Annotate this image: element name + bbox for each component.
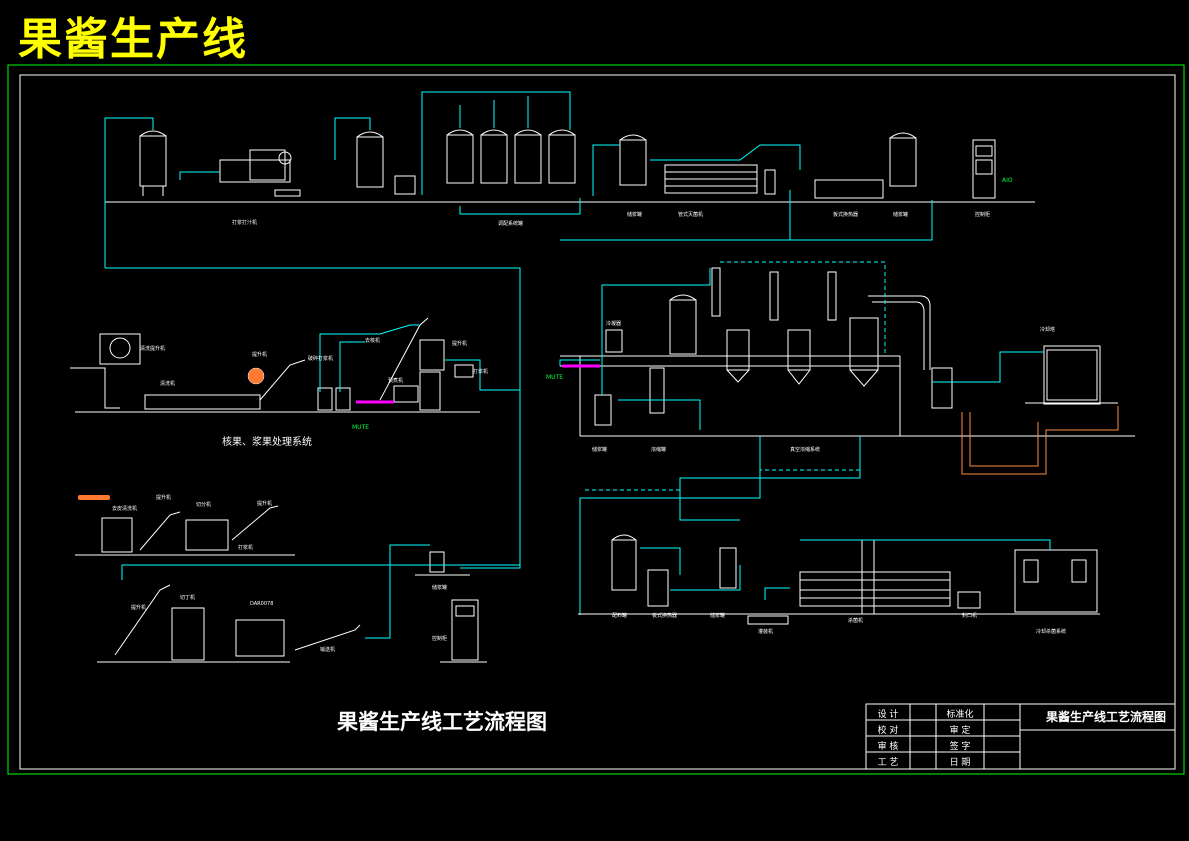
dashed-lines xyxy=(585,261,886,491)
tb-standard: 标准化 xyxy=(946,710,974,720)
equip-label: DAR0078 xyxy=(250,601,274,607)
equip-label: 清洗机 xyxy=(160,381,176,387)
inner-border xyxy=(19,74,1176,770)
vegetable-system xyxy=(75,505,487,663)
equip-label: 储浆罐 xyxy=(893,212,909,218)
green-tag-mid: MUTE xyxy=(546,374,564,381)
subsystem-label: 核果、浆果处理系统 xyxy=(222,437,312,448)
equip-label: 打浆打汁机 xyxy=(232,220,258,226)
equip-label: 储浆罐 xyxy=(627,212,643,218)
equip-label: 打浆机 xyxy=(238,545,254,551)
banner-title: 果酱生产线 xyxy=(18,14,248,65)
equip-label: 储浆罐 xyxy=(432,585,448,591)
equip-label: 提升机 xyxy=(257,501,273,507)
equip-label: 切丁机 xyxy=(180,595,196,601)
tb-sign: 签 字 xyxy=(949,742,971,752)
equip-label: 去核机 xyxy=(365,338,381,344)
evaporator-system xyxy=(560,267,1135,437)
tb-drawing-name: 果酱生产线工艺流程图 xyxy=(1046,710,1167,724)
cooling-pond xyxy=(961,406,1119,475)
equip-label: 板式换热器 xyxy=(652,613,678,619)
equip-label: 储浆罐 xyxy=(710,613,726,619)
equip-label: 冷凝器 xyxy=(606,321,622,327)
drawing-title: 果酱生产线工艺流程图 xyxy=(337,710,547,734)
equip-label: 板式换热器 xyxy=(833,212,859,218)
equip-label: 切分机 xyxy=(196,502,212,508)
equip-label: 控制柜 xyxy=(975,212,991,218)
equip-label: 提升机 xyxy=(252,352,268,358)
equip-label: 打浆机 xyxy=(473,369,489,375)
equip-label: 冷却塔 xyxy=(1040,327,1056,333)
equip-label: 输送机 xyxy=(320,647,336,653)
tb-check: 校 对 xyxy=(877,726,899,736)
green-tag-left: MUTE xyxy=(352,424,370,431)
equip-label: 提升机 xyxy=(156,495,172,501)
equip-label: 真空浓缩系统 xyxy=(790,447,821,453)
carrot-icon xyxy=(78,495,110,500)
equip-label: 调配系统罐 xyxy=(498,221,524,227)
equip-label: 配料罐 xyxy=(612,613,628,619)
equip-label: 浓缩罐 xyxy=(651,447,667,453)
equip-label: 封口机 xyxy=(962,613,978,619)
equip-label: 杀菌机 xyxy=(848,618,864,624)
outer-border xyxy=(7,64,1185,775)
equip-label: 提升机 xyxy=(452,341,468,347)
equip-label: 去皮清洗机 xyxy=(112,506,138,512)
fruit-icon xyxy=(247,367,265,385)
title-block xyxy=(865,703,1176,770)
tb-review: 审 定 xyxy=(949,726,971,736)
equip-label: 控制柜 xyxy=(432,636,448,642)
filling-system xyxy=(578,534,1100,625)
tb-audit: 审 核 xyxy=(877,742,899,752)
equip-label: 管式灭菌机 xyxy=(678,212,704,218)
equip-label: 破碎打浆机 xyxy=(308,356,334,362)
green-tag-right: AIO xyxy=(1002,177,1013,184)
equip-label: 预煮机 xyxy=(388,378,404,384)
tb-process: 工 艺 xyxy=(877,758,899,768)
top-pipes xyxy=(104,91,933,569)
equip-label: 灌装机 xyxy=(758,629,774,635)
stone-fruit-system xyxy=(70,317,480,413)
top-process-row xyxy=(105,129,1035,203)
tb-design: 设 计 xyxy=(877,710,899,720)
equip-label: 清洗提升机 xyxy=(140,346,166,352)
equip-label: 储浆罐 xyxy=(592,447,608,453)
equip-label: 提升机 xyxy=(131,605,147,611)
equip-label: 冷却杀菌系统 xyxy=(1036,629,1067,635)
tb-date: 日 期 xyxy=(949,758,971,768)
